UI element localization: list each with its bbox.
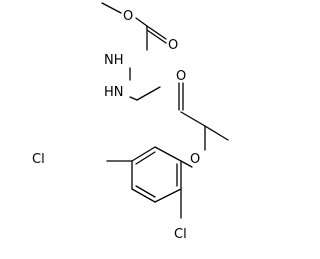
ring-bond-c4-c5 (131, 188, 156, 203)
ring-bond-c4-c5-inner (135, 185, 156, 198)
atom-hn-lower: HN (104, 85, 124, 100)
atom-cl-ortho: Cl (174, 227, 187, 242)
ring-bond-c1-c2 (154, 146, 182, 162)
bond-o-ring (180, 160, 193, 168)
bond-amide-c-ch (180, 111, 206, 127)
bond-o-carbonyl (135, 17, 148, 27)
bond-carbamate-c-o-double-2 (146, 29, 167, 44)
chemical-structure-diagram: O O NH HN O O Cl Cl (32, 2, 229, 242)
atom-o-amide: O (176, 69, 186, 84)
atom-o-methoxy: O (123, 9, 133, 24)
bond-amide-c-n (136, 86, 161, 101)
atom-o-carbamate: O (168, 38, 178, 53)
bond-ch-methyl (204, 125, 229, 141)
bond-methyl-o (101, 2, 122, 14)
ring-bond-c2-c3-inner (135, 151, 156, 165)
atom-cl-para: Cl (32, 152, 45, 167)
ring-bond-c2-c3 (131, 146, 156, 162)
ring-bond-c5-c6 (154, 188, 182, 203)
bond-n-amide-c (129, 96, 138, 101)
atom-nh-upper: NH (104, 53, 124, 68)
bond-carbamate-c-o-double-1 (146, 25, 167, 40)
atom-o-ether: O (190, 152, 200, 167)
